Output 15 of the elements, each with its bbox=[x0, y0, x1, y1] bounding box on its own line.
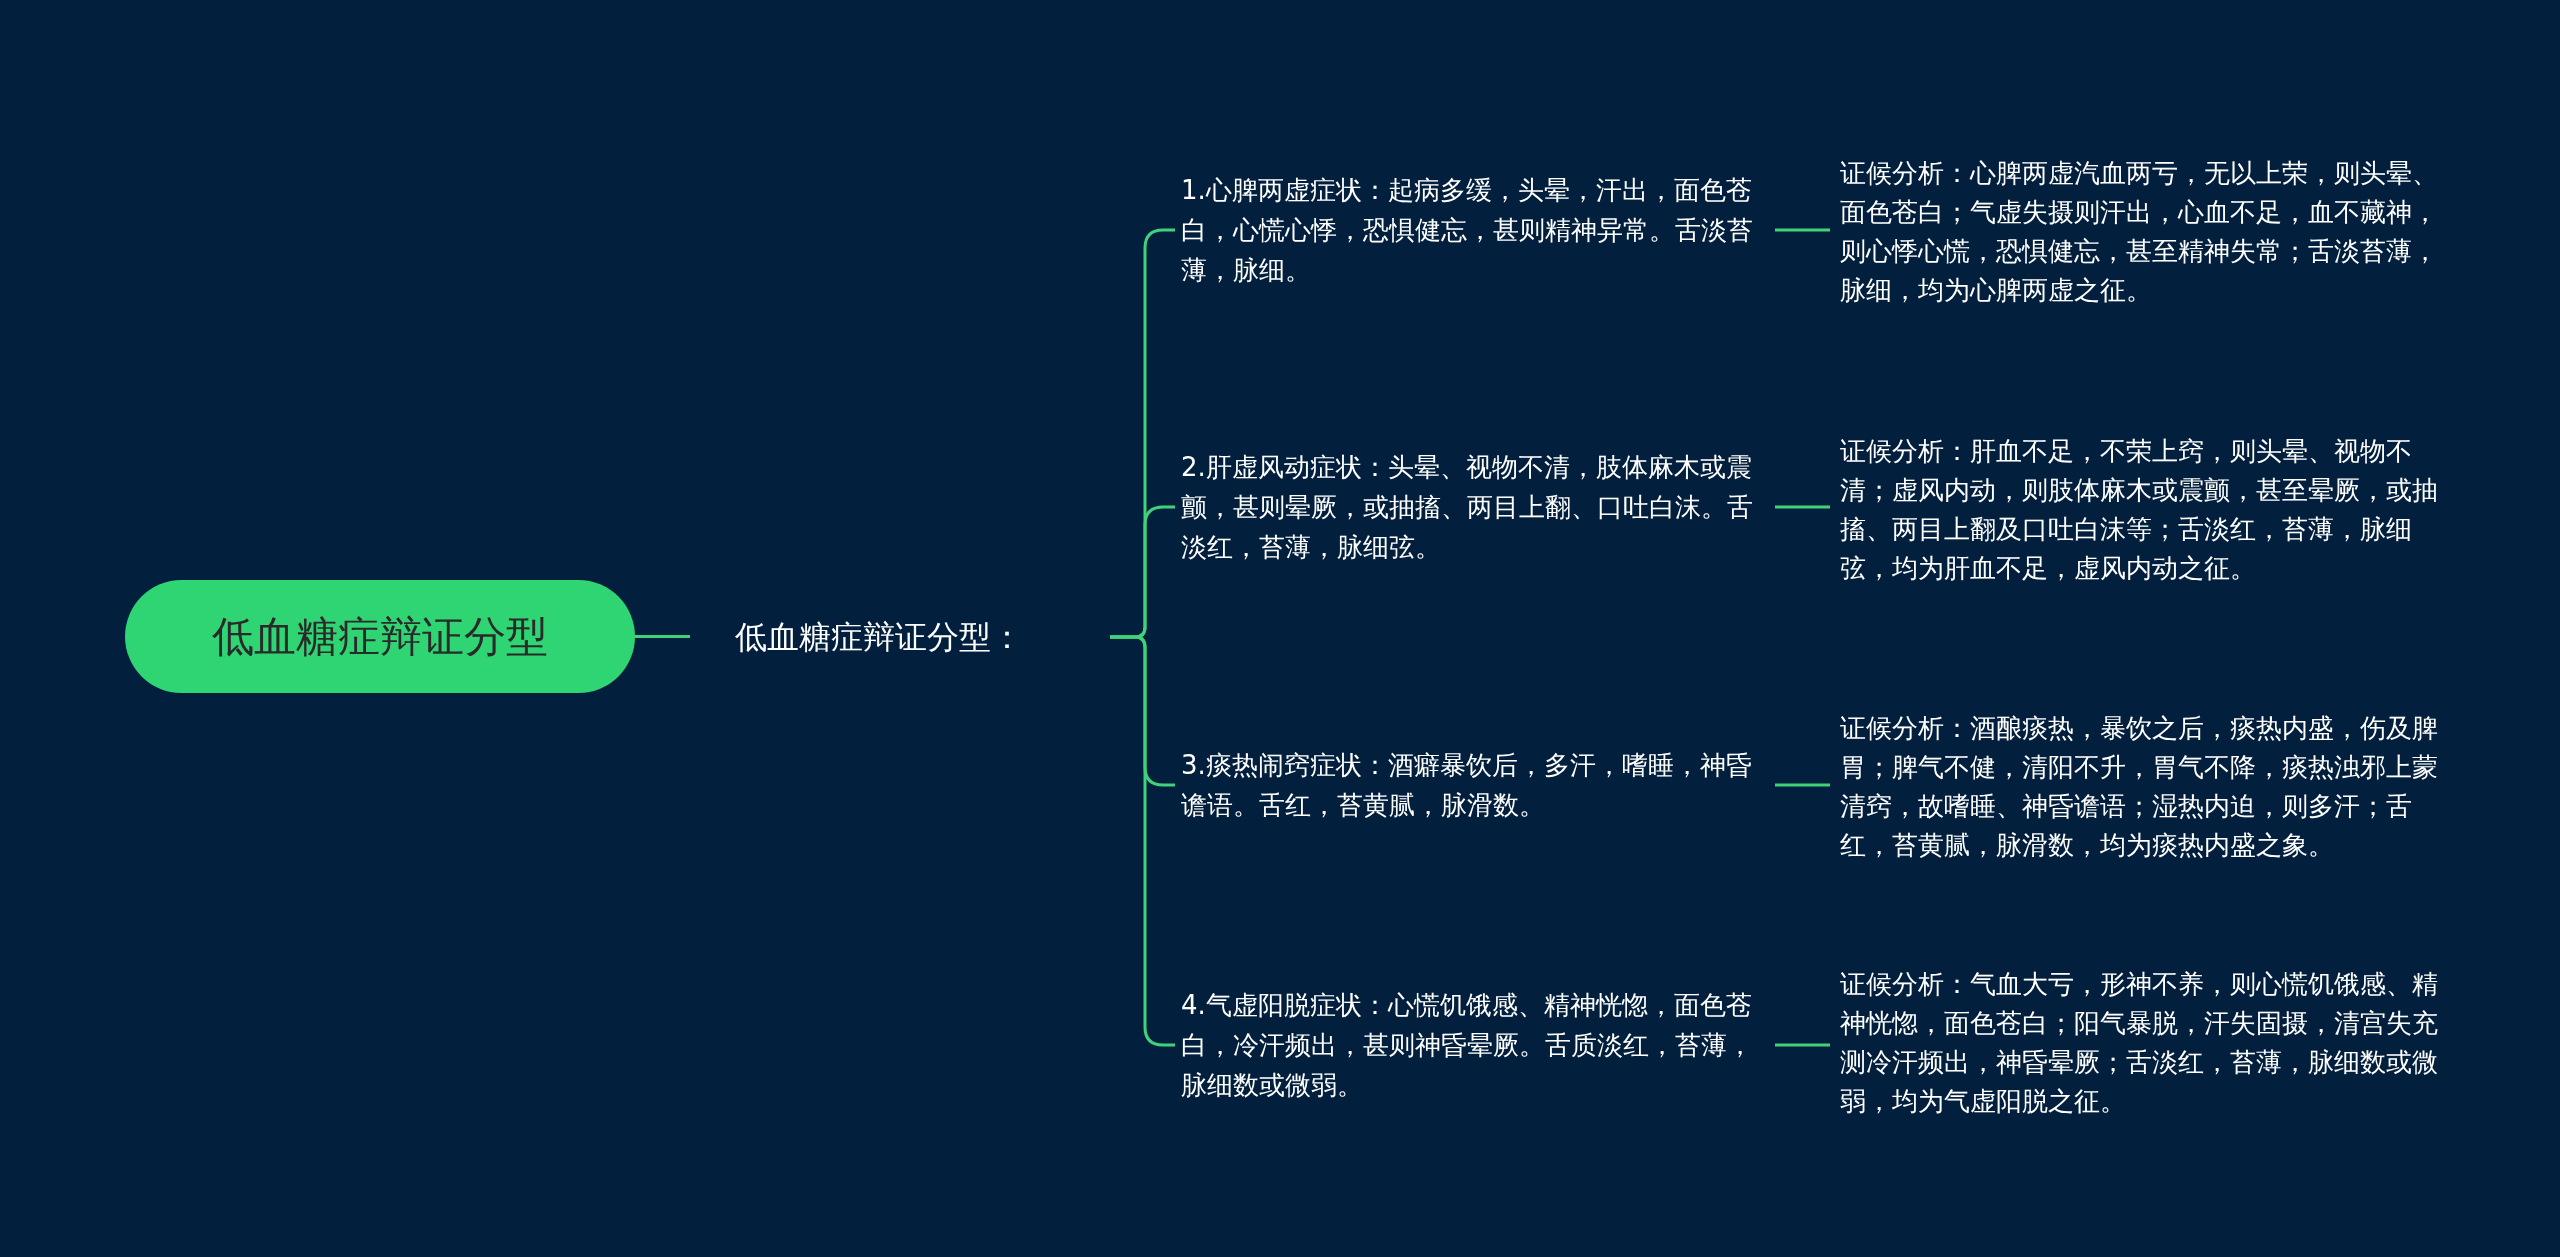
connector-line bbox=[635, 635, 690, 638]
symptom-text: 2.肝虚风动症状：头晕、视物不清，肢体麻木或震颤，甚则晕厥，或抽搐、两目上翻、口吐白沫。舌淡红，苔薄，脉细弦。 bbox=[1175, 447, 1775, 567]
connector-line bbox=[1775, 1043, 1830, 1047]
branch-heading: 低血糖症辩证分型： bbox=[690, 615, 1110, 659]
analysis-text: 证候分析：肝血不足，不荣上窍，则头晕、视物不清；虚风内动，则肢体麻木或震颤，甚至晕厥，或抽搐、两目上翻及口吐白沫等；舌淡红，苔薄，脉细弦，均为肝血不足，虚风内动之征。 bbox=[1830, 432, 2442, 588]
symptom-text: 3.痰热闹窍症状：酒癖暴饮后，多汗，嗜睡，神昏谵语。舌红，苔黄腻，脉滑数。 bbox=[1175, 745, 1775, 825]
connector-line bbox=[1775, 505, 1830, 509]
analysis-text: 证候分析：心脾两虚汽血两亏，无以上荣，则头晕、面色苍白；气虚失摄则汗出，心血不足，血不藏神，则心悸心慌，恐惧健忘，甚至精神失常；舌淡苔薄，脉细，均为心脾两虚之征。 bbox=[1830, 154, 2442, 310]
symptom-text: 1.心脾两虚症状：起病多缓，头晕，汗出，面色苍白，心慌心悸，恐惧健忘，甚则精神异常。舌淡苔薄，脉细。 bbox=[1175, 170, 1775, 290]
connector-line bbox=[1775, 228, 1830, 232]
root-topic-pill: 低血糖症辩证分型 bbox=[125, 580, 635, 693]
analysis-text: 证候分析：酒酿痰热，暴饮之后，痰热内盛，伤及脾胃；脾气不健，清阳不升，胃气不降，痰热浊邪上蒙清窍，故嗜睡、神昏谵语；湿热内迫，则多汗；舌红，苔黄腻，脉滑数，均为痰热内盛之象。 bbox=[1830, 709, 2442, 865]
connector-line bbox=[1775, 783, 1830, 787]
symptom-text: 4.气虚阳脱症状：心慌饥饿感、精神恍惚，面色苍白，冷汗频出，甚则神昏晕厥。舌质淡红，苔薄，脉细数或微弱。 bbox=[1175, 985, 1775, 1105]
analysis-text: 证候分析：气血大亏，形神不养，则心慌饥饿感、精神恍惚，面色苍白；阳气暴脱，汗失固摄，清宫失充测冷汗频出，神昏晕厥；舌淡红，苔薄，脉细数或微弱，均为气虚阳脱之征。 bbox=[1830, 965, 2442, 1121]
